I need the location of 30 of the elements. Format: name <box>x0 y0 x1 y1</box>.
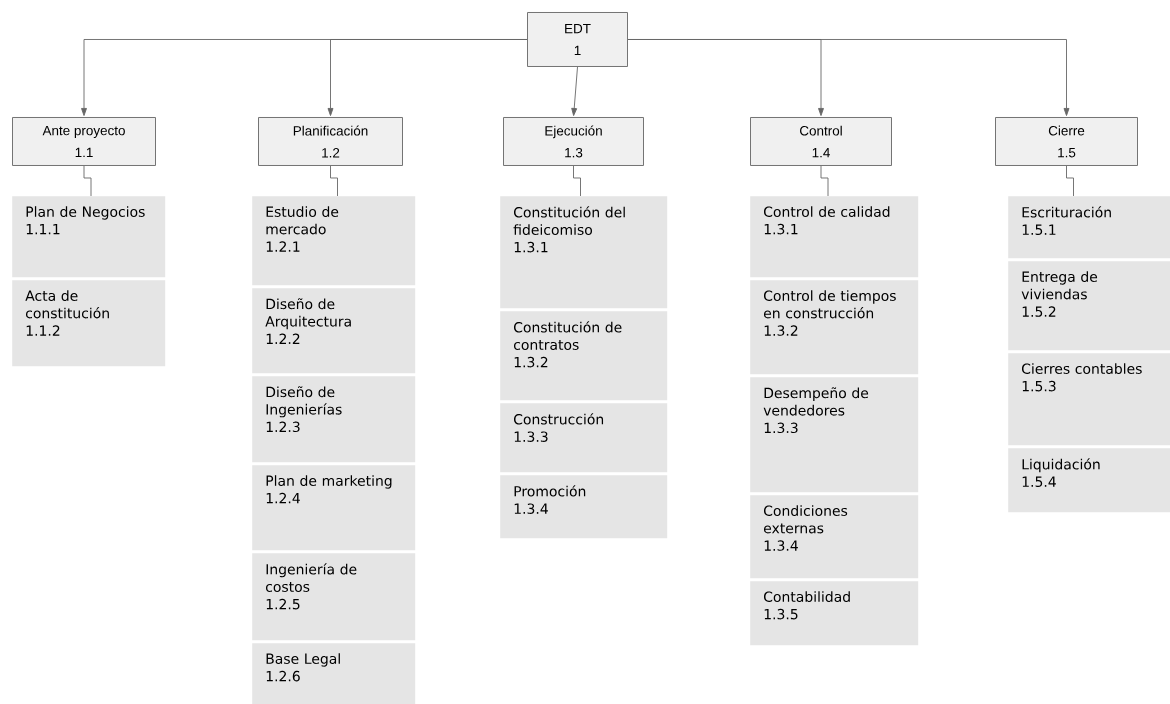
work-package-box: Plan de Negocios 1.1.1 <box>12 196 166 278</box>
work-package-box: Constitución del fideicomiso 1.3.1 <box>500 196 668 309</box>
work-package-box: Entrega de viviendas 1.5.2 <box>1008 261 1170 351</box>
root-box: EDT 1 <box>527 12 628 67</box>
work-package-box: Control de tiempos en construcción 1.3.2 <box>750 280 919 375</box>
work-package-box: Desempeño de vendedores 1.3.3 <box>750 377 919 493</box>
work-package-box: Construcción 1.3.3 <box>500 403 668 473</box>
work-package-box: Acta de constitución 1.1.2 <box>12 280 166 367</box>
phase-box: Cierre 1.5 <box>995 117 1138 166</box>
work-package-box: Contabilidad 1.3.5 <box>750 581 919 646</box>
work-package-box: Promoción 1.3.4 <box>500 475 668 539</box>
phase-box: Ejecución 1.3 <box>503 117 644 166</box>
work-package-box: Ingeniería de costos 1.2.5 <box>252 553 416 641</box>
work-package-box: Constitución de contratos 1.3.2 <box>500 311 668 401</box>
phase-box: Planificación 1.2 <box>258 117 403 166</box>
work-package-box: Estudio de mercado 1.2.1 <box>252 196 416 286</box>
work-package-box: Control de calidad 1.3.1 <box>750 196 919 278</box>
phase-box: Ante proyecto 1.1 <box>12 117 156 166</box>
work-package-box: Base Legal 1.2.6 <box>252 643 416 704</box>
connector-arrow <box>571 66 578 117</box>
work-package-box: Plan de marketing 1.2.4 <box>252 465 416 551</box>
phase-box: Control 1.4 <box>750 117 892 166</box>
work-package-box: Liquidación 1.5.4 <box>1008 448 1170 513</box>
work-package-box: Cierres contables 1.5.3 <box>1008 353 1170 446</box>
work-package-box: Diseño de Ingenierías 1.2.3 <box>252 376 416 463</box>
work-package-box: Condiciones externas 1.3.4 <box>750 495 919 579</box>
work-package-box: Escrituración 1.5.1 <box>1008 196 1170 259</box>
connector-arrow <box>627 39 1070 116</box>
connector-arrow <box>327 39 528 116</box>
work-package-box: Diseño de Arquitectura 1.2.2 <box>252 288 416 374</box>
